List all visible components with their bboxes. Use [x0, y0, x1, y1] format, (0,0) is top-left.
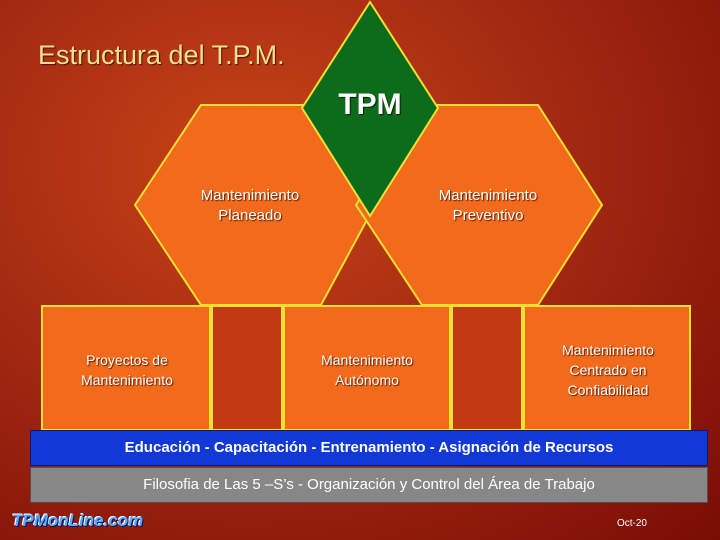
- logo: TPMonLine.com: [12, 511, 144, 530]
- pillar-gap-right: [451, 305, 523, 431]
- slide-title: Estructura del T.P.M.: [38, 40, 285, 70]
- pillar-gap-left: [211, 305, 283, 431]
- tpm-diamond: [300, 0, 440, 218]
- tpm-label: TPM: [338, 88, 402, 121]
- pillar-autonomo: [283, 305, 451, 431]
- pillar-autonomo-label: Mantenimiento Autónomo: [321, 352, 413, 388]
- pillar-proyectos-label: Proyectos de Mantenimiento: [81, 352, 173, 388]
- base-bar-text: Educación - Capacitación - Entrenamiento…: [124, 439, 614, 456]
- pillar-proyectos: [41, 305, 211, 431]
- hexagon-preventivo: [354, 104, 604, 306]
- hexagon-planeado-label: Mantenimiento Planeado: [200, 187, 300, 224]
- base-bar: Educación - Capacitación - Entrenamiento…: [30, 430, 708, 466]
- foundation-bar-text: Filosofia de Las 5 –S’s - Organización y…: [143, 476, 595, 493]
- footer-date: Oct-20: [616, 518, 647, 529]
- foundation-bar: Filosofia de Las 5 –S’s - Organización y…: [30, 467, 708, 503]
- hexagon-preventivo-label: Mantenimiento Preventivo: [438, 187, 538, 224]
- pillar-confiabilidad-label: Mantenimiento Centrado en Confiabilidad: [562, 342, 654, 398]
